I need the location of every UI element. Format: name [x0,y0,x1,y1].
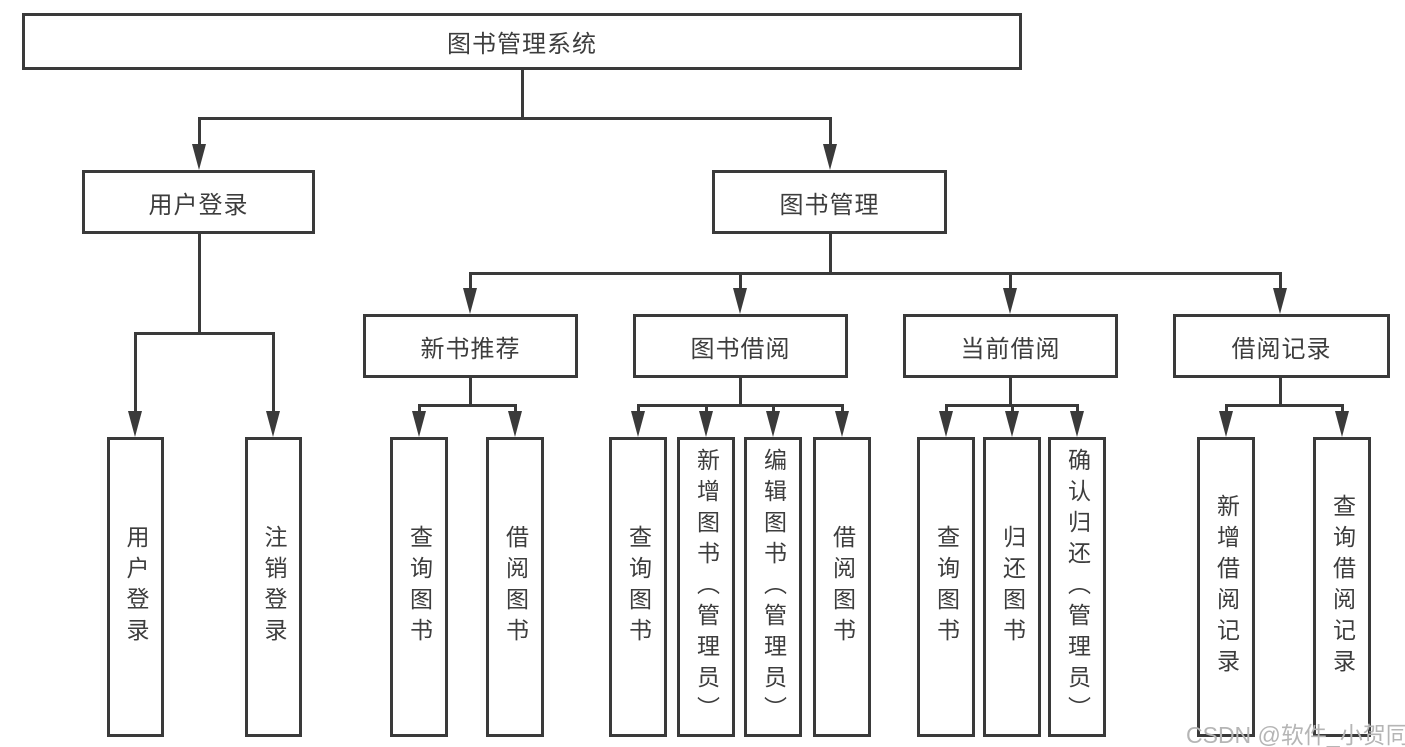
arrow-down-icon [1070,407,1084,437]
leaf-records-query-record: 查询借阅记录 [1313,437,1371,737]
node-book-management-label: 图书管理 [779,191,880,219]
node-book-borrow: 图书借阅 [633,314,848,378]
node-book-management: 图书管理 [712,170,947,234]
leaf-borrow-borrow-books: 借阅图书 [813,437,871,737]
arrow-down-icon [1273,275,1287,314]
connector-user-login-hline [133,332,275,335]
arrow-down-icon [1005,407,1019,437]
node-book-borrow-label: 图书借阅 [690,335,791,363]
node-borrow-records: 借阅记录 [1173,314,1390,378]
node-new-book-recommend-label: 新书推荐 [420,335,521,363]
arrow-down-icon [192,120,206,170]
arrow-down-icon [766,407,780,437]
connector-user-login-stem [197,234,201,335]
leaf-records-add-record-label: 新增借阅记录 [1213,494,1240,680]
arrow-down-icon [128,335,142,437]
connector-root-stem [520,67,524,120]
leaf-newbook-query-books-label: 查询图书 [406,525,433,649]
leaf-logout-login: 注销登录 [245,437,302,737]
connector-book-management-hline [468,272,1282,275]
leaf-borrow-query-books: 查询图书 [609,437,667,737]
arrow-down-icon [266,335,280,437]
arrow-down-icon [939,407,953,437]
node-new-book-recommend: 新书推荐 [363,314,578,378]
leaf-borrow-add-books-admin-label: 新增图书（管理员） [693,447,720,727]
arrow-down-icon [835,407,849,437]
node-root-label: 图书管理系统 [447,31,597,58]
arrow-down-icon [631,407,645,437]
connector-root-hline [197,117,832,120]
arrow-down-icon [823,120,837,170]
arrow-down-icon [1003,275,1017,314]
leaf-borrow-edit-books-admin: 编辑图书（管理员） [744,437,802,737]
connector-new-book-stem [468,378,472,407]
node-user-login-label: 用户登录 [148,191,249,219]
leaf-borrow-query-books-label: 查询图书 [625,525,652,649]
leaf-current-confirm-return-admin-label: 确认归还（管理员） [1064,447,1091,727]
arrow-down-icon [412,407,426,437]
leaf-logout-login-label: 注销登录 [261,525,287,649]
arrow-down-icon [1219,407,1233,437]
connector-current-borrow-hline [944,404,1079,407]
connector-book-management-stem [828,234,832,275]
watermark-text: CSDN @软件_小贺同学 [1186,722,1405,747]
arrow-down-icon [463,275,477,314]
arrow-down-icon [508,407,522,437]
leaf-user-login: 用户登录 [107,437,164,737]
node-current-borrow-label: 当前借阅 [960,335,1061,363]
leaf-records-add-record: 新增借阅记录 [1197,437,1255,737]
connector-borrow-records-hline [1224,404,1344,407]
leaf-newbook-borrow-books-label: 借阅图书 [502,525,529,649]
leaf-records-query-record-label: 查询借阅记录 [1329,494,1356,680]
arrow-down-icon [699,407,713,437]
leaf-current-query-books-label: 查询图书 [933,525,960,649]
node-borrow-records-label: 借阅记录 [1231,335,1332,363]
arrow-down-icon [1335,407,1349,437]
leaf-current-return-books: 归还图书 [983,437,1041,737]
node-user-login: 用户登录 [82,170,315,234]
leaf-current-confirm-return-admin: 确认归还（管理员） [1048,437,1106,737]
leaf-newbook-query-books: 查询图书 [390,437,448,737]
connector-book-borrow-hline [636,404,844,407]
leaf-user-login-label: 用户登录 [123,525,149,649]
connector-borrow-records-stem [1278,378,1282,407]
leaf-borrow-borrow-books-label: 借阅图书 [829,525,856,649]
connector-new-book-hline [417,404,517,407]
leaf-borrow-add-books-admin: 新增图书（管理员） [677,437,735,737]
leaf-newbook-borrow-books: 借阅图书 [486,437,544,737]
leaf-current-query-books: 查询图书 [917,437,975,737]
leaf-borrow-edit-books-admin-label: 编辑图书（管理员） [760,447,787,727]
connector-current-borrow-stem [1008,378,1012,407]
node-current-borrow: 当前借阅 [903,314,1118,378]
node-root: 图书管理系统 [22,13,1022,70]
arrow-down-icon [733,275,747,314]
leaf-current-return-books-label: 归还图书 [999,525,1026,649]
connector-book-borrow-stem [738,378,742,407]
